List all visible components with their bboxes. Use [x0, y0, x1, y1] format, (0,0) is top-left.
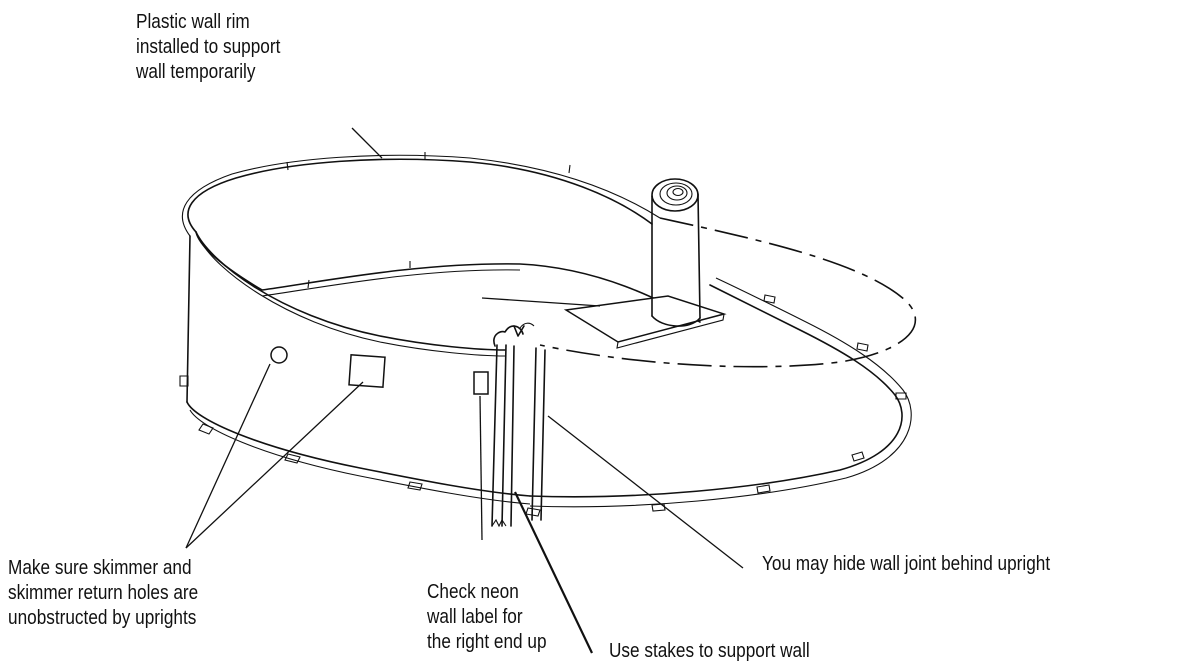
wall-top-rim-inner [181, 154, 661, 237]
bottom-plates [179, 294, 907, 517]
wall-top-rim-dashed [539, 217, 917, 368]
wall-front-left-edge [186, 235, 191, 403]
label-line: installed to support [136, 36, 281, 58]
label-wall-joint: You may hide wall joint behind upright [762, 552, 1050, 577]
bottom-track-right-inner [529, 277, 912, 508]
label-line: You may hide wall joint behind upright [762, 553, 1051, 575]
neon-wall-label [473, 371, 489, 395]
label-line: Plastic wall rim [136, 11, 250, 33]
label-line: Make sure skimmer and [8, 557, 192, 579]
inner-rim-joints [307, 261, 411, 289]
wall-bottom-left [186, 401, 531, 497]
label-line: wall temporarily [136, 61, 256, 83]
label-line: the right end up [427, 631, 547, 653]
label-line: Check neon [427, 581, 519, 603]
wall-inner-back-edge-2 [261, 269, 521, 297]
label-line: wall label for [427, 606, 523, 628]
wall-front-top-edge [195, 231, 506, 351]
wall-top-rim [187, 158, 653, 233]
wall-front-top-edge-inner [199, 239, 506, 357]
skimmer-return-hole [270, 346, 288, 364]
wall-roll [563, 178, 727, 349]
label-plastic-wall-rim: Plastic wall rim installed to support wa… [136, 10, 280, 85]
label-skimmer-holes: Make sure skimmer and skimmer return hol… [8, 556, 198, 631]
label-stakes: Use stakes to support wall [609, 639, 810, 664]
label-line: skimmer return holes are [8, 582, 199, 604]
label-line: Use stakes to support wall [609, 640, 810, 662]
skimmer-opening [348, 354, 386, 388]
label-line: unobstructed by uprights [8, 607, 197, 629]
upright [491, 322, 546, 528]
bottom-track-right [529, 284, 903, 498]
label-neon-wall-label: Check neon wall label for the right end … [427, 580, 547, 655]
rim-joints [286, 152, 571, 174]
leader-lines [185, 127, 744, 654]
